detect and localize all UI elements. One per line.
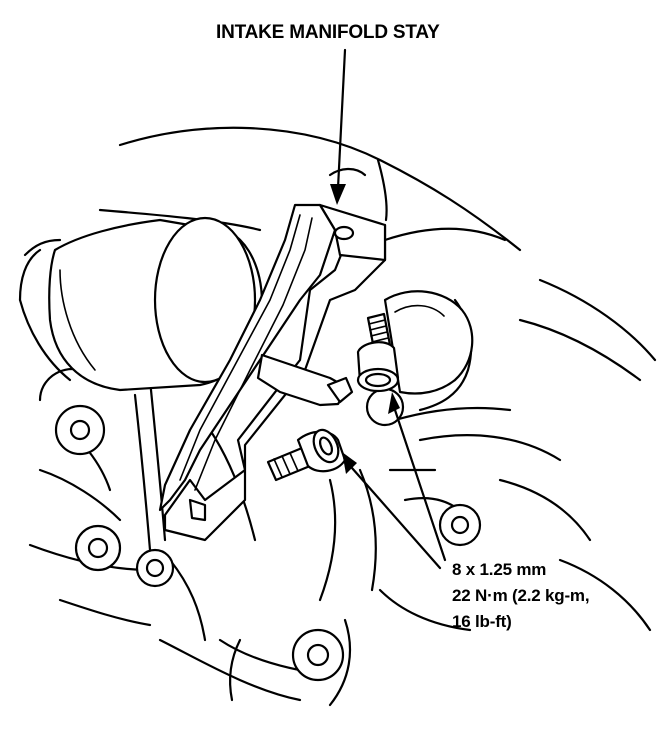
leader-lines: [330, 48, 447, 570]
lower-bolt: [266, 428, 347, 482]
bolt-size-label: 8 x 1.25 mm: [452, 560, 547, 579]
upper-bolt: [356, 312, 400, 393]
engine-bosses: [54, 387, 482, 682]
pipe-elbow: [383, 290, 474, 395]
torque-imperial-label: 16 lb-ft): [452, 612, 512, 631]
intake-pipe: [48, 216, 263, 392]
torque-metric-label: 22 N·m (2.2 kg-m,: [452, 586, 590, 605]
part-name-label: INTAKE MANIFOLD STAY: [216, 22, 440, 43]
manifold-stay-bracket: [158, 203, 387, 542]
